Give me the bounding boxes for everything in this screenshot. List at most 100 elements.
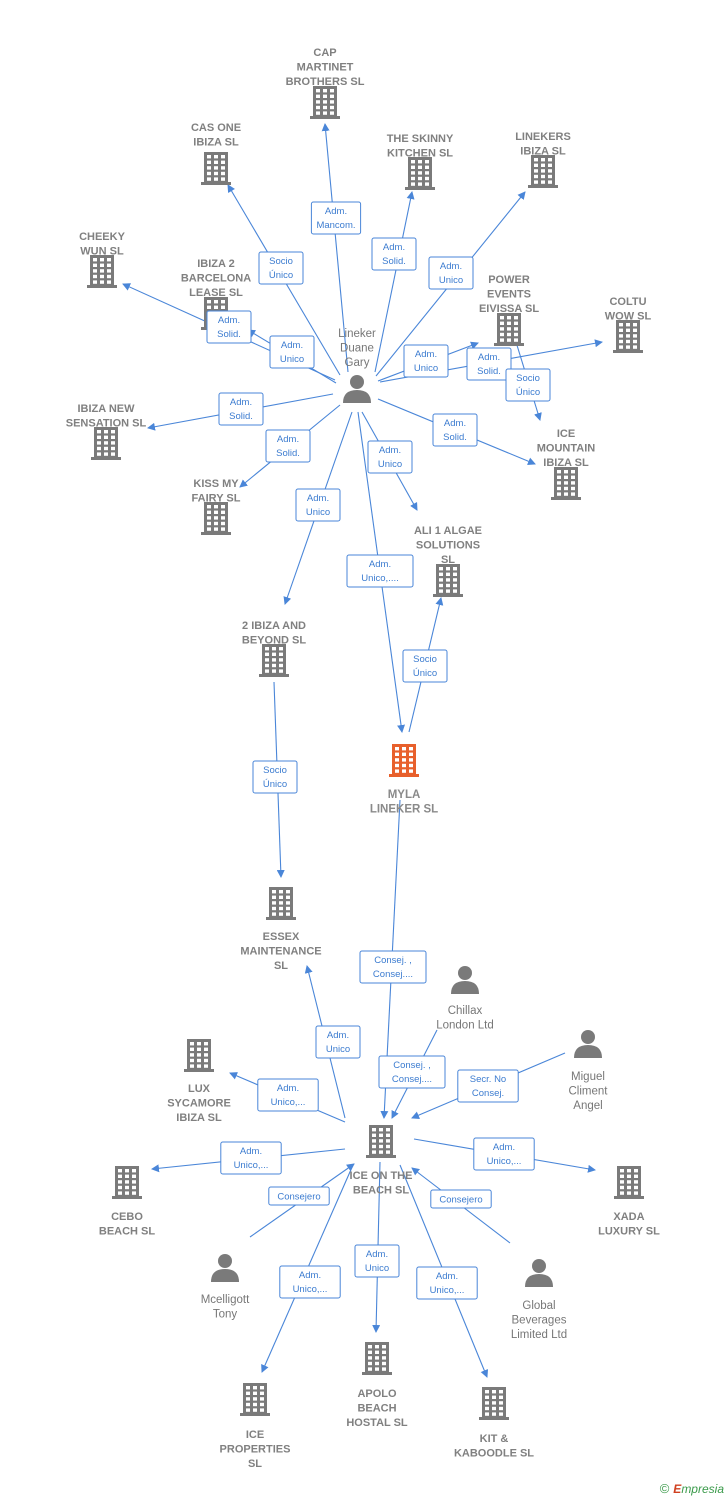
- edge-label-lineker-myla[interactable]: Adm.Unico,....: [346, 554, 414, 588]
- edge-label-text: Socio: [516, 373, 540, 384]
- edge-label-text: Unico,...: [293, 1284, 328, 1295]
- edge-label-text: Consej. ,: [393, 1060, 431, 1071]
- edge-label-text: Adm.: [277, 1083, 299, 1094]
- node-label: SYCAMORE: [167, 1098, 231, 1110]
- building-icon: [201, 502, 231, 535]
- node-label: Chillax: [448, 1005, 483, 1017]
- node-label: Global: [522, 1300, 555, 1312]
- edge-label-text: Consej....: [392, 1074, 432, 1085]
- node-label: ICE ON THE: [350, 1170, 413, 1182]
- edge-label-lineker-ali[interactable]: Adm.Unico: [367, 440, 413, 474]
- node-kit[interactable]: KIT &KABOODLE SL: [454, 1387, 534, 1460]
- edge-label-iceonbeach-lux[interactable]: Adm. Unico,...: [257, 1078, 319, 1112]
- edge-label-mcelligott-iceonbeach[interactable]: Consejero: [268, 1186, 330, 1206]
- building-icon: [433, 564, 463, 597]
- building-icon: [91, 427, 121, 460]
- edge-label-text: Solid.: [443, 432, 467, 443]
- edge-label-lineker-power[interactable]: Adm.Unico: [403, 344, 449, 378]
- edge-label-lineker-cap[interactable]: Adm.Mancom.: [310, 201, 362, 235]
- edge-lineker-cap: [321, 123, 349, 373]
- node-label: PROPERTIES: [220, 1444, 291, 1456]
- node-label: ICE: [557, 428, 575, 440]
- edge-label-lineker-ibizanew[interactable]: Adm.Solid.: [218, 392, 264, 426]
- edge-label-iceonbeach-kit[interactable]: Adm.Unico,...: [416, 1266, 478, 1300]
- edge-label-text: Adm.: [277, 434, 299, 445]
- node-label: ICE: [246, 1429, 264, 1441]
- edge-label-text: Adm.: [240, 1146, 262, 1157]
- edge-label-miguel-iceonbeach[interactable]: Secr. No Consej.: [457, 1069, 519, 1103]
- edge-label-iceonbeach-apolo[interactable]: Adm.Unico: [354, 1244, 400, 1278]
- building-icon: [259, 644, 289, 677]
- building-icon: [184, 1039, 214, 1072]
- footer-brand: ©Empresia: [660, 1481, 724, 1496]
- node-iceonbeach[interactable]: ICE ON THE BEACH SL: [350, 1125, 413, 1197]
- edge-label-text: Adm.: [281, 340, 303, 351]
- building-icon: [614, 1166, 644, 1199]
- edge-label-chillax-iceonbeach[interactable]: Consej. , Consej....: [378, 1055, 446, 1089]
- edge-label-text: Adm.: [369, 559, 391, 570]
- node-label: Mcelligott: [201, 1294, 250, 1306]
- edge-label-lineker-skinny[interactable]: Adm.Solid.: [371, 237, 417, 271]
- edge-label-lineker-linekers[interactable]: Adm. Unico: [428, 256, 474, 290]
- node-label: ESSEX: [263, 931, 300, 943]
- edge-labels-layer: Adm.Mancom.SocioÚnicoAdm.Solid.Adm.Unico…: [206, 201, 551, 1300]
- edge-label-lineker-icemount[interactable]: Adm.Solid.: [432, 413, 478, 447]
- edge-label-text: Consej.: [472, 1088, 504, 1099]
- edge-label-myla-iceonbeach[interactable]: Consej. ,Consej....: [359, 950, 427, 984]
- edge-label-text: Adm.: [299, 1270, 321, 1281]
- building-icon: [528, 155, 558, 188]
- node-label: BEACH SL: [353, 1185, 410, 1197]
- node-label: ALI 1 ALGAE: [414, 525, 482, 537]
- edge-label-iceonbeach-cebo[interactable]: Adm.Unico,...: [220, 1141, 282, 1175]
- edge-label-text: Adm.: [440, 261, 462, 272]
- edge-label-text: Secr. No: [470, 1074, 506, 1085]
- node-label: WOW SL: [605, 311, 652, 323]
- edge-label-lineker-coltu[interactable]: Adm.Solid.: [466, 347, 512, 381]
- building-icon: [366, 1125, 396, 1158]
- node-label: CAP: [313, 47, 336, 59]
- edge-label-lineker-ibiza2[interactable]: Adm. Unico: [269, 335, 315, 369]
- edge-label-global-iceonbeach[interactable]: Consejero: [430, 1189, 492, 1209]
- edge-label-text: Unico: [280, 354, 304, 365]
- edge-label-lineker-ibiza2beyond[interactable]: Adm.Unico: [295, 488, 341, 522]
- edge-label-lineker-kiss[interactable]: Adm.Solid.: [265, 429, 311, 463]
- edge-label-text: Unico,...: [271, 1097, 306, 1108]
- edge-label-iceonbeach-xada[interactable]: Adm.Unico,...: [473, 1137, 535, 1171]
- node-label: BEACH SL: [99, 1226, 156, 1238]
- node-label: Duane: [340, 343, 374, 355]
- edge-label-lineker-cheeky[interactable]: Adm.Solid.: [206, 310, 252, 344]
- building-icon: [405, 157, 435, 190]
- edge-label-iceonbeach-iceprop[interactable]: Adm. Unico,...: [279, 1265, 341, 1299]
- edge-label-iceonbeach-essex[interactable]: Adm.Unico: [315, 1025, 361, 1059]
- edge-label-text: Unico: [439, 275, 463, 286]
